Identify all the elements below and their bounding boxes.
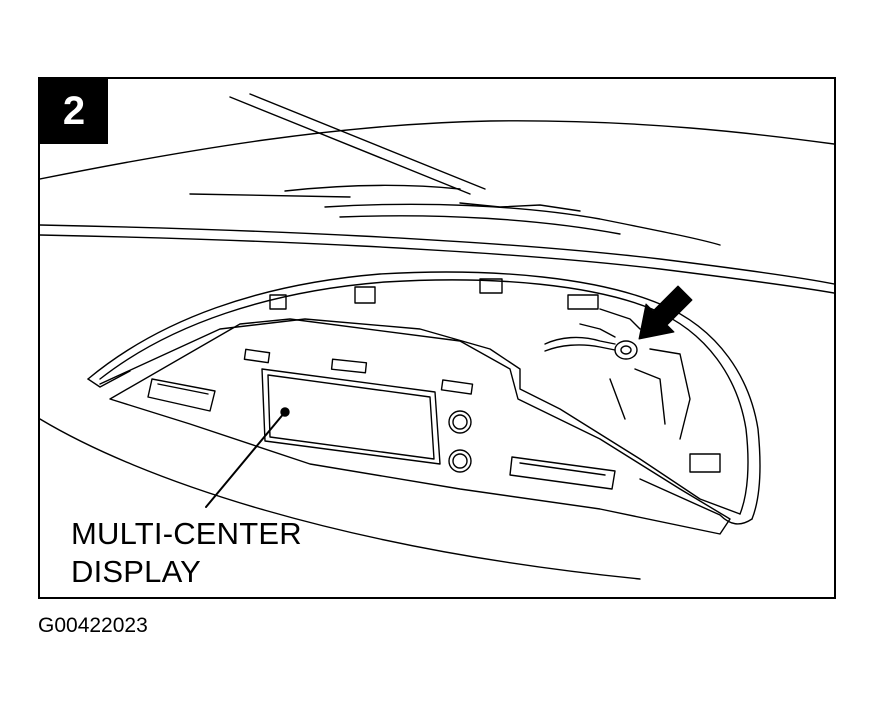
dash-surface-lines — [40, 224, 834, 580]
display-bezel — [109, 278, 731, 535]
windshield-lines — [40, 93, 834, 246]
callout-label-line2: DISPLAY — [71, 554, 202, 589]
multi-center-display — [261, 368, 441, 465]
figure-id: G00422023 — [38, 614, 148, 637]
dashboard-line-drawing — [40, 93, 834, 580]
harness-connector-icon — [544, 323, 638, 360]
callout-leader-line — [205, 411, 286, 508]
callout-label-line1: MULTI-CENTER — [71, 516, 302, 551]
step-number-badge: 2 — [40, 79, 108, 144]
panel-hood — [87, 271, 761, 525]
control-knobs — [448, 410, 472, 473]
figure-frame: 2 — [38, 77, 836, 599]
arrow-pointer-icon — [638, 285, 693, 340]
side-vents — [147, 378, 616, 490]
mount-bracket — [599, 308, 721, 473]
